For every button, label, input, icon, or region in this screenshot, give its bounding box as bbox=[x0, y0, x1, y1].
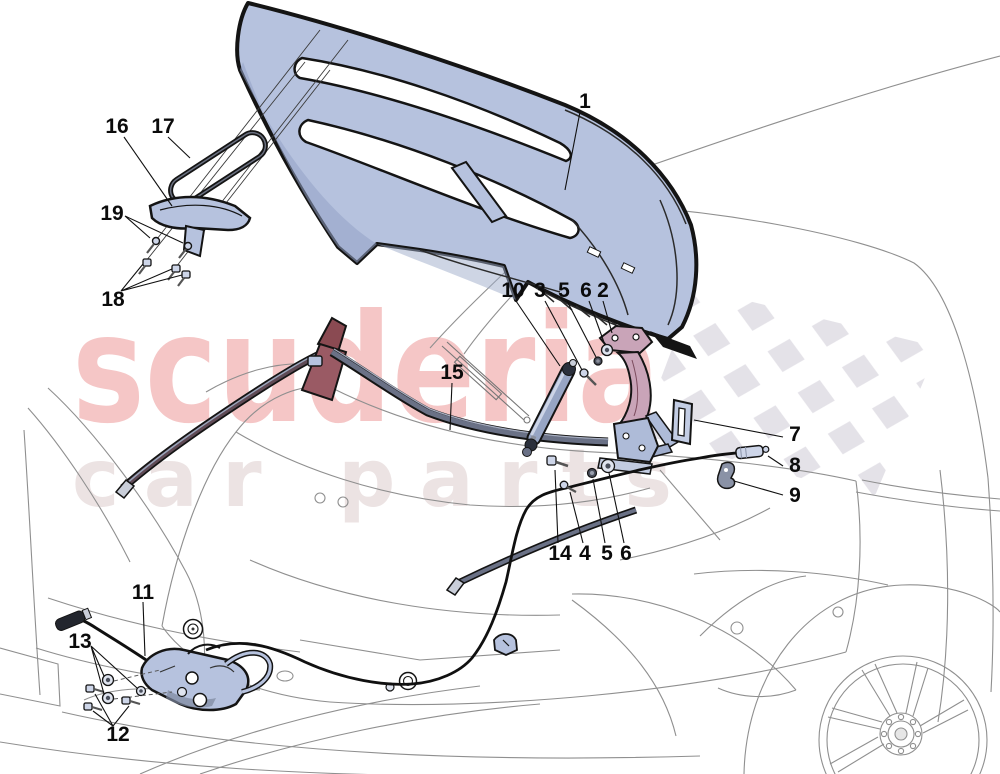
callout-leader-10 bbox=[515, 300, 561, 367]
washers-13 bbox=[101, 669, 173, 705]
wheel-spokes bbox=[827, 661, 969, 773]
callout-leader-14 bbox=[554, 469, 559, 544]
front-wheel bbox=[818, 655, 988, 774]
callout-leader-17 bbox=[167, 136, 191, 159]
release-cable bbox=[54, 444, 770, 686]
hood-shade-left bbox=[240, 62, 377, 263]
latch-part bbox=[140, 643, 274, 712]
callout-leader-5b bbox=[592, 478, 606, 544]
callout-leader-12 bbox=[92, 693, 130, 727]
callout-leader-18 bbox=[120, 263, 183, 292]
callout-label-16: 16 bbox=[105, 115, 128, 138]
hood-tip-trim bbox=[650, 331, 697, 359]
callout-label-2: 2 bbox=[597, 279, 609, 302]
callout-label-19: 19 bbox=[100, 202, 123, 225]
side-seal-strip bbox=[445, 506, 638, 597]
callout-leader-6b bbox=[608, 472, 625, 544]
callout-label-15: 15 bbox=[440, 361, 464, 384]
callout-leader-6a bbox=[588, 300, 606, 346]
striker-plate-part bbox=[670, 398, 694, 446]
fasteners-lower bbox=[546, 455, 616, 493]
main-seal-bar bbox=[329, 348, 609, 447]
callout-label-12: 12 bbox=[106, 723, 129, 746]
callout-label-10: 10 bbox=[501, 279, 524, 302]
callout-label-7: 7 bbox=[789, 423, 801, 446]
callout-leader-5a bbox=[566, 300, 597, 358]
hood-hinge-slot-2 bbox=[620, 262, 636, 274]
checkered-flag-watermark bbox=[640, 288, 938, 498]
callout-label-17: 17 bbox=[151, 115, 174, 138]
callout-leader-11 bbox=[142, 601, 146, 657]
callout-leader-9 bbox=[733, 480, 784, 496]
callout-label-5a: 5 bbox=[558, 279, 570, 302]
callout-leader-19 bbox=[124, 215, 184, 244]
hood-vent-upper bbox=[293, 56, 573, 163]
callout-leader-16 bbox=[123, 136, 173, 207]
bolts-18 bbox=[138, 258, 191, 287]
hood-shade-bottom bbox=[377, 244, 516, 300]
wiper-arm bbox=[441, 341, 531, 424]
hood-hinge-slot-1 bbox=[586, 246, 602, 258]
callout-leader-4 bbox=[569, 491, 584, 544]
callout-label-4: 4 bbox=[579, 542, 591, 565]
callout-leader-3 bbox=[544, 300, 583, 371]
callout-leader-7 bbox=[693, 419, 784, 438]
callout-label-8: 8 bbox=[789, 454, 801, 477]
bracket-part bbox=[148, 195, 252, 258]
callout-label-14: 14 bbox=[548, 542, 572, 565]
hood-part bbox=[235, 1, 699, 359]
fluid-cap bbox=[182, 618, 204, 640]
callout-leader-15 bbox=[449, 382, 453, 431]
bolts-12 bbox=[83, 684, 141, 712]
cable-clip bbox=[716, 461, 736, 490]
callout-leader-2 bbox=[602, 300, 613, 334]
callout-label-6b: 6 bbox=[620, 542, 632, 565]
cable-grip bbox=[54, 607, 93, 631]
screws-19 bbox=[146, 236, 193, 259]
callout-label-5b: 5 bbox=[601, 542, 613, 565]
callout-label-3: 3 bbox=[534, 279, 546, 302]
callout-leader-1 bbox=[564, 111, 581, 191]
hood-vent-lower bbox=[298, 118, 580, 240]
callout-labels: 1 2 3 5 6 10 15 7 8 9 14 4 5 6 11 12 13 … bbox=[68, 90, 801, 746]
hood-vent-brace bbox=[450, 160, 508, 224]
strut-part bbox=[522, 359, 577, 457]
callout-label-18: 18 bbox=[101, 288, 125, 311]
hood-hook bbox=[493, 633, 518, 656]
callout-leader-13 bbox=[90, 645, 138, 695]
oil-cap bbox=[385, 671, 418, 692]
leader-lines bbox=[90, 111, 784, 727]
callout-label-1: 1 bbox=[579, 90, 591, 113]
tagline-watermark: car parts bbox=[72, 432, 672, 525]
callout-leader-8 bbox=[767, 455, 784, 467]
cable-ferrule bbox=[735, 444, 770, 460]
wheel-bolts bbox=[880, 713, 922, 755]
callout-label-11: 11 bbox=[132, 581, 155, 604]
callout-label-9: 9 bbox=[789, 484, 801, 507]
callout-label-6a: 6 bbox=[580, 279, 592, 302]
callout-label-13: 13 bbox=[68, 630, 91, 653]
fasteners-upper bbox=[579, 343, 614, 386]
